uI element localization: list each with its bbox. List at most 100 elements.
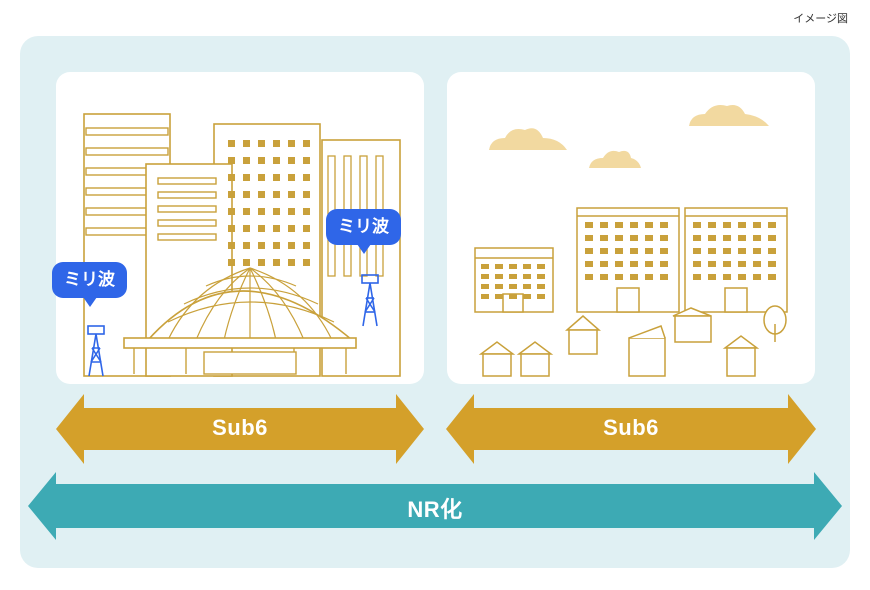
window <box>537 264 545 269</box>
building-windows <box>481 222 776 299</box>
window <box>258 208 265 215</box>
window <box>585 248 593 254</box>
window <box>303 259 310 266</box>
window <box>228 259 235 266</box>
window <box>660 248 668 254</box>
window <box>723 261 731 267</box>
window <box>481 264 489 269</box>
cell-tower-icon <box>87 325 105 377</box>
window <box>288 174 295 181</box>
window <box>288 208 295 215</box>
window <box>273 140 280 147</box>
window <box>509 294 517 299</box>
window <box>753 222 761 228</box>
window <box>600 248 608 254</box>
window <box>273 191 280 198</box>
window <box>615 235 623 241</box>
window <box>723 235 731 241</box>
window <box>273 174 280 181</box>
window <box>303 140 310 147</box>
tree-icon <box>763 305 787 342</box>
suburban-panel <box>447 72 815 384</box>
window <box>481 284 489 289</box>
window <box>509 284 517 289</box>
window <box>600 274 608 280</box>
dome-stadium-icon <box>123 267 357 375</box>
window <box>509 274 517 279</box>
window <box>753 274 761 280</box>
window <box>228 242 235 249</box>
window <box>303 157 310 164</box>
image-caption: イメージ図 <box>793 13 848 25</box>
house-icon <box>516 341 554 377</box>
window <box>738 222 746 228</box>
window <box>585 261 593 267</box>
window <box>585 274 593 280</box>
window <box>228 191 235 198</box>
window <box>243 191 250 198</box>
window <box>723 274 731 280</box>
window <box>228 225 235 232</box>
cloud-icon <box>589 150 641 168</box>
window <box>273 242 280 249</box>
window <box>273 259 280 266</box>
window <box>258 174 265 181</box>
window <box>630 235 638 241</box>
window <box>243 225 250 232</box>
window <box>768 222 776 228</box>
window <box>258 225 265 232</box>
window <box>523 284 531 289</box>
window <box>693 274 701 280</box>
window <box>228 140 235 147</box>
window <box>693 248 701 254</box>
cloud-icon <box>689 105 769 126</box>
window <box>645 235 653 241</box>
mmwave-label-left: ミリ波 <box>52 262 127 307</box>
window <box>495 274 503 279</box>
window <box>723 248 731 254</box>
window <box>258 140 265 147</box>
window <box>303 174 310 181</box>
window <box>273 208 280 215</box>
window <box>723 222 731 228</box>
window <box>585 222 593 228</box>
window <box>481 274 489 279</box>
window <box>258 157 265 164</box>
window <box>303 191 310 198</box>
window <box>523 294 531 299</box>
window <box>708 274 716 280</box>
window <box>693 222 701 228</box>
window <box>288 242 295 249</box>
window <box>537 294 545 299</box>
window <box>660 261 668 267</box>
nr-arrow <box>28 472 842 540</box>
suburban-illustration <box>474 105 788 377</box>
window <box>273 225 280 232</box>
window <box>288 191 295 198</box>
house-icon <box>722 335 760 377</box>
window <box>645 274 653 280</box>
window <box>708 261 716 267</box>
cell-tower-icon <box>361 274 379 327</box>
window <box>228 208 235 215</box>
window <box>660 274 668 280</box>
window <box>523 264 531 269</box>
window <box>600 222 608 228</box>
window <box>258 191 265 198</box>
window <box>615 261 623 267</box>
window <box>481 294 489 299</box>
house-icon <box>478 341 516 377</box>
window <box>243 174 250 181</box>
window <box>708 248 716 254</box>
sub6-label-suburban: Sub6 <box>603 415 659 440</box>
window <box>768 274 776 280</box>
house-icon <box>565 315 601 355</box>
window <box>738 261 746 267</box>
window <box>738 235 746 241</box>
window <box>585 235 593 241</box>
window <box>693 235 701 241</box>
window <box>303 242 310 249</box>
building-windows <box>228 140 310 266</box>
window <box>509 264 517 269</box>
window <box>753 261 761 267</box>
